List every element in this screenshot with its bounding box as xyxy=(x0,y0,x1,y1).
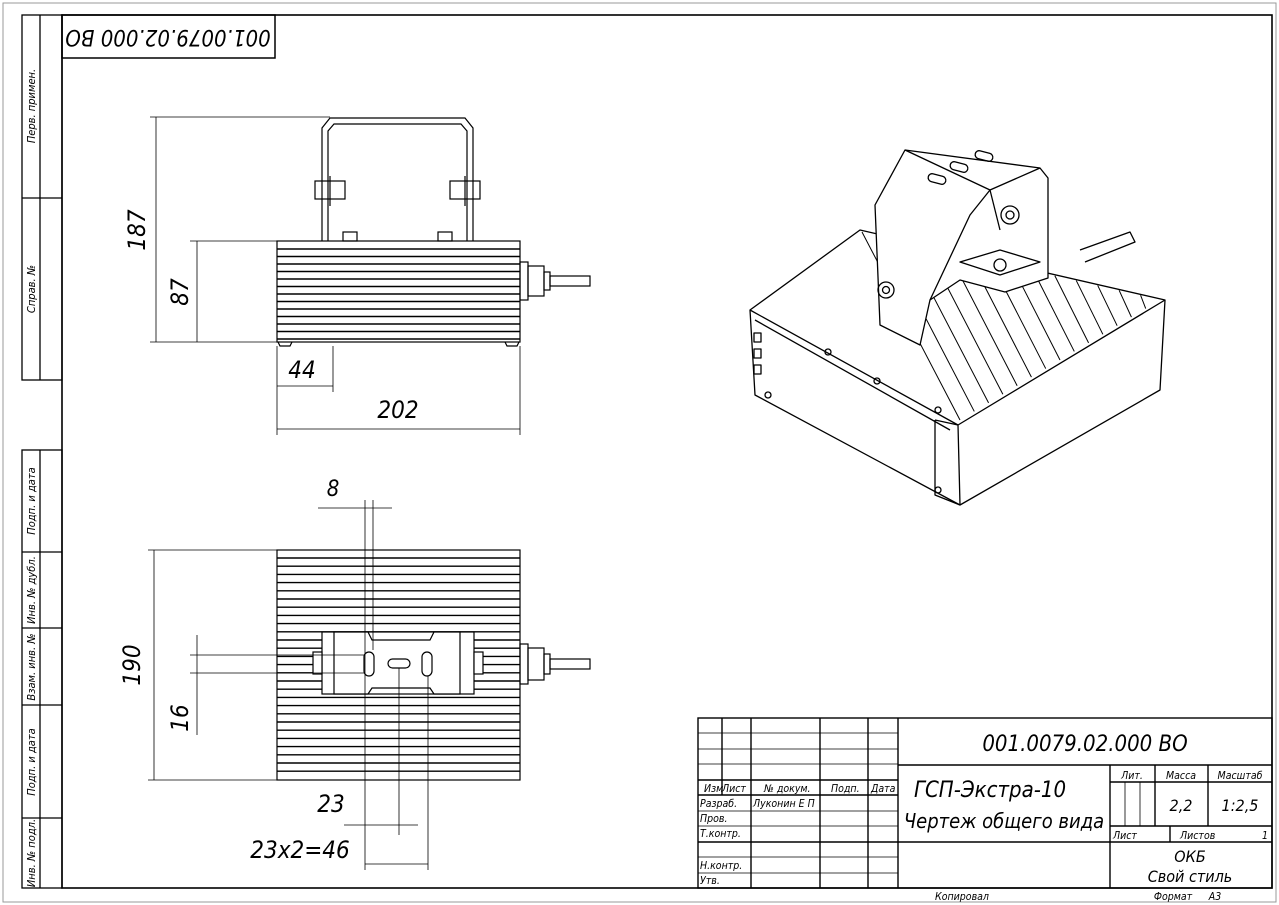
dim-width: 190 xyxy=(118,644,146,685)
role-razrab: Разраб. xyxy=(700,798,737,810)
format-value: А3 xyxy=(1208,891,1221,903)
dim-pitch-total: 23x2=46 xyxy=(250,836,350,864)
side-label-inv-podl: Инв. № подл. xyxy=(25,819,38,887)
drawing-frame xyxy=(61,14,1273,889)
hdr-sign: Подп. xyxy=(831,783,860,795)
heatsink-fin xyxy=(1140,294,1147,309)
sheet-label: Лист xyxy=(1112,830,1137,842)
mass-label: Масса xyxy=(1166,770,1196,782)
side-label-vzam-inv: Взам. инв. № xyxy=(25,633,38,700)
title-block xyxy=(697,717,1273,889)
dim-offset: 44 xyxy=(288,356,315,384)
front-view xyxy=(276,117,591,347)
role-utv: Утв. xyxy=(700,875,720,887)
plan-dimensions xyxy=(148,500,429,870)
top-stamp-text: 001.0079.02.000 ВО xyxy=(65,24,270,49)
hdr-doc: № докум. xyxy=(763,783,811,795)
hdr-date: Дата xyxy=(870,783,896,795)
side-label-podp-data-2: Подп. и дата xyxy=(25,728,38,795)
org-line1: ОКБ xyxy=(1174,847,1206,866)
heatsink-fin xyxy=(1075,280,1104,335)
isometric-view xyxy=(749,149,1166,506)
developer-name: Луконин Е П xyxy=(752,798,815,810)
role-tkontr: Т.контр. xyxy=(700,828,741,840)
role-prov: Пров. xyxy=(700,813,727,825)
name-line1: ГСП-Экстра-10 xyxy=(914,778,1066,803)
org-line2: Свой стиль xyxy=(1148,867,1233,886)
dim-pitch: 23 xyxy=(317,790,344,818)
heatsink-fin xyxy=(1032,270,1075,352)
hdr-izm: Изм xyxy=(704,783,723,795)
dim-slot: 8 xyxy=(327,477,340,502)
designation: 001.0079.02.000 ВО xyxy=(982,732,1187,757)
front-dimensions xyxy=(150,116,521,435)
copied-label: Копировал xyxy=(935,891,989,903)
heatsink-fin xyxy=(1054,275,1090,344)
mass-value: 2,2 xyxy=(1170,796,1193,815)
top-stamp xyxy=(61,14,276,59)
role-nkontr: Н.контр. xyxy=(700,860,742,872)
dim-height-total: 187 xyxy=(123,209,151,250)
sheets-count: 1 xyxy=(1262,830,1268,842)
side-label-inv-dubl: Инв. № дубл. xyxy=(25,556,38,624)
dim-hole: 16 xyxy=(166,704,194,731)
plan-view xyxy=(276,549,591,781)
scale-label: Масштаб xyxy=(1218,770,1263,782)
side-label-podp-data: Подп. и дата xyxy=(25,467,38,534)
dim-height-body: 87 xyxy=(166,278,194,306)
name-line2: Чертеж общего вида xyxy=(904,809,1104,833)
dim-length: 202 xyxy=(377,396,418,424)
format-label: Формат xyxy=(1154,891,1193,903)
lit-label: Лит. xyxy=(1120,770,1143,782)
side-label-perv-primen: Перв. примен. xyxy=(25,69,38,143)
sheets-label: Листов xyxy=(1179,830,1216,842)
heatsink-fin xyxy=(1097,285,1118,326)
hdr-list: Лист xyxy=(721,783,746,795)
side-label-sprav: Справ. № xyxy=(25,265,38,313)
scale-value: 1:2,5 xyxy=(1222,796,1259,815)
heatsink-fin xyxy=(1118,290,1132,318)
side-strip xyxy=(21,14,63,889)
